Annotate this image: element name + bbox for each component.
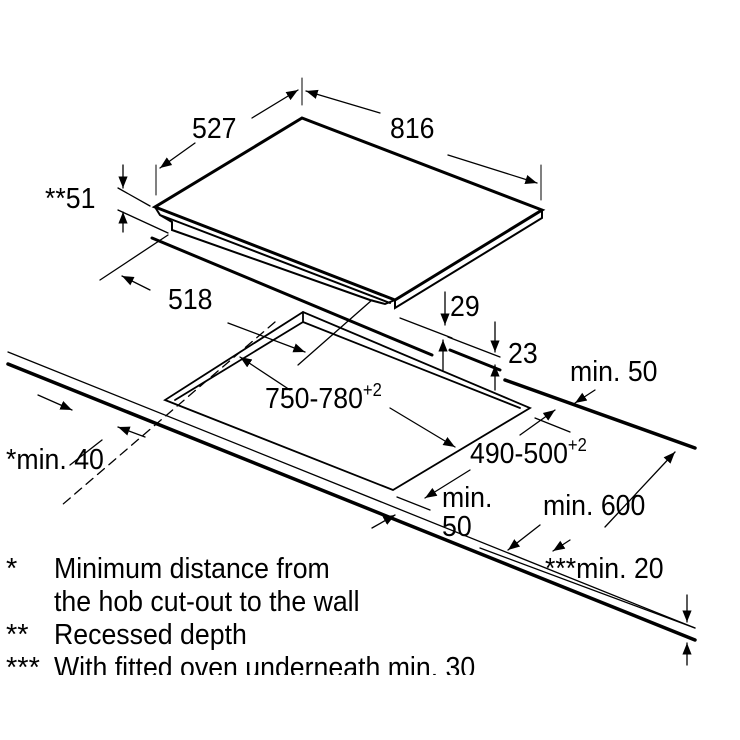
footnotes: * Minimum distance from the hob cut-out t…	[6, 553, 736, 675]
height-29-label: 29	[450, 291, 480, 323]
height-23-label: 23	[508, 338, 538, 370]
footnote-text: the hob cut-out to the wall	[54, 586, 360, 618]
recessed-depth-label: **51	[45, 183, 96, 215]
rear-min-label: min. 50	[570, 356, 658, 388]
cutout-width-tolerance: +2	[362, 380, 382, 400]
footnote-1: * Minimum distance from	[6, 553, 736, 586]
front-min-label-a: min.	[442, 482, 493, 514]
footnote-marker: **	[6, 619, 29, 651]
front-min-label-b: 50	[442, 511, 472, 543]
footnote-3: *** With fitted oven underneath min. 30	[6, 652, 736, 675]
worktop-min-label: min. 600	[543, 490, 646, 522]
hob-body	[154, 206, 543, 310]
cutout	[163, 310, 532, 491]
inner-depth-label: 518	[168, 284, 213, 316]
footnote-text: Minimum distance from	[54, 553, 330, 585]
hob-top	[151, 116, 546, 302]
cutout-depth-label: 490-500+2	[470, 436, 587, 470]
wall-min-label: *min. 40	[6, 444, 104, 476]
footnote-marker: *	[6, 553, 18, 585]
cutout-width-value: 750-780	[265, 383, 363, 415]
footnote-marker: ***	[6, 652, 40, 675]
cutout-depth-tolerance: +2	[567, 435, 587, 455]
thickness-min-label: ***min. 20	[545, 553, 664, 585]
cutout-width-label: 750-780+2	[265, 381, 382, 415]
cutout-depth-value: 490-500	[470, 438, 568, 470]
footnote-text: Recessed depth	[54, 619, 247, 651]
hob-depth-label: 527	[192, 113, 237, 145]
hob-width-label: 816	[390, 113, 435, 145]
footnote-1-cont: the hob cut-out to the wall	[6, 586, 736, 619]
footnote-2: ** Recessed depth	[6, 619, 736, 652]
footnote-text: With fitted oven underneath min. 30	[54, 652, 476, 675]
